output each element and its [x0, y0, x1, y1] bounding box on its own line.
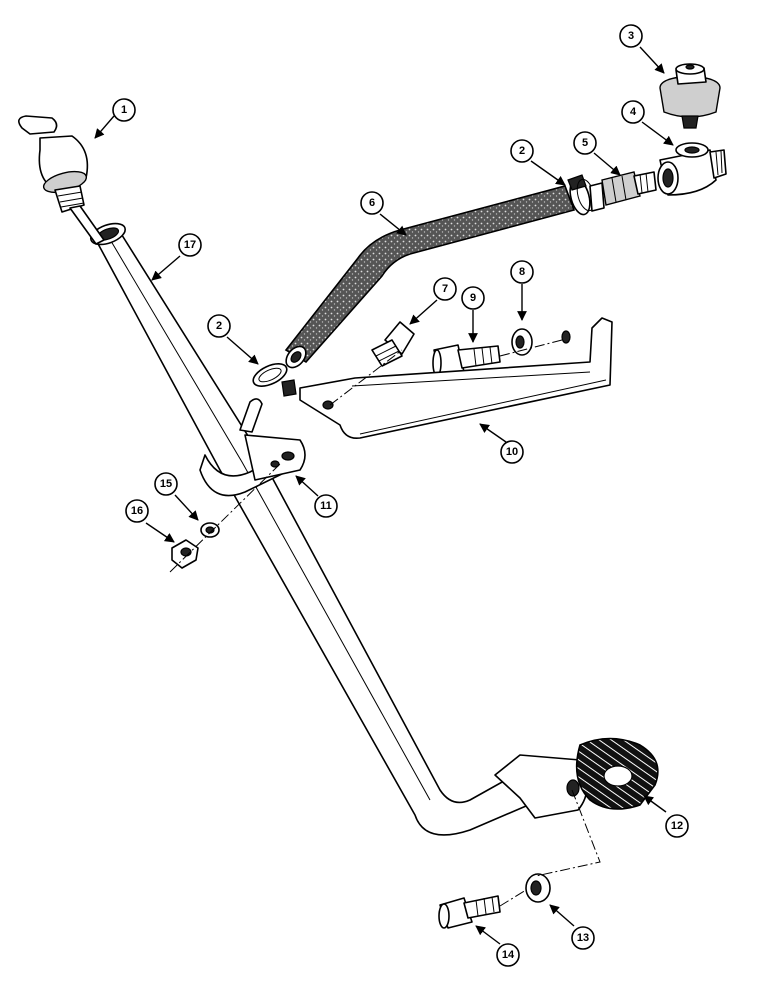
hose — [284, 185, 576, 369]
washer-13 — [525, 873, 551, 903]
callout-label: 3 — [628, 30, 634, 42]
bolt-short — [371, 321, 415, 367]
pressure-sender — [659, 63, 721, 129]
washer-15 — [200, 522, 220, 538]
hose-clamp-lower — [252, 363, 297, 397]
gasket — [575, 737, 659, 810]
callout-label: 10 — [506, 446, 518, 458]
callout-13: 13 — [571, 926, 595, 950]
callout-3: 3 — [619, 24, 643, 48]
callout-label: 11 — [320, 500, 332, 512]
callout-9: 9 — [461, 286, 485, 310]
hose-fitting — [589, 171, 657, 212]
callout-10: 10 — [500, 440, 524, 464]
callout-16: 16 — [125, 499, 149, 523]
bolt-14 — [438, 895, 501, 929]
callout-1: 1 — [112, 98, 136, 122]
bolt-long — [432, 344, 501, 378]
nut-16 — [171, 539, 199, 569]
callout-label: 9 — [470, 292, 476, 304]
callout-label: 12 — [671, 820, 683, 832]
callout-label: 15 — [160, 478, 172, 490]
assembly-center-lines — [169, 339, 601, 907]
callout-leaders — [94, 46, 674, 945]
callout-17: 17 — [178, 233, 202, 257]
callout-11: 11 — [314, 494, 338, 518]
dipstick-handle — [18, 115, 105, 245]
callout-label: 16 — [131, 505, 143, 517]
callout-label: 13 — [577, 932, 589, 944]
callout-2-lower: 2 — [207, 314, 231, 338]
callout-label: 2 — [216, 320, 222, 332]
callout-5: 5 — [573, 131, 597, 155]
washer-8 — [511, 328, 533, 356]
callout-label: 2 — [519, 145, 525, 157]
callout-6: 6 — [360, 191, 384, 215]
callout-label: 14 — [502, 949, 515, 961]
callout-14: 14 — [496, 943, 520, 967]
callout-4: 4 — [621, 100, 645, 124]
dipstick-tube — [90, 222, 588, 836]
callout-label: 5 — [582, 137, 588, 149]
callout-label: 17 — [184, 239, 196, 251]
tee-fitting — [657, 142, 727, 196]
callout-15: 15 — [154, 472, 178, 496]
callout-label: 7 — [442, 283, 448, 295]
callout-12: 12 — [665, 814, 689, 838]
callout-7: 7 — [433, 277, 457, 301]
callout-label: 8 — [519, 266, 525, 278]
callout-label: 1 — [121, 104, 127, 116]
mounting-bracket — [299, 317, 613, 440]
hose-clamp-upper — [567, 174, 596, 216]
callout-8: 8 — [510, 260, 534, 284]
callout-2-upper: 2 — [510, 139, 534, 163]
callout-label: 4 — [630, 106, 637, 118]
callout-label: 6 — [369, 197, 375, 209]
